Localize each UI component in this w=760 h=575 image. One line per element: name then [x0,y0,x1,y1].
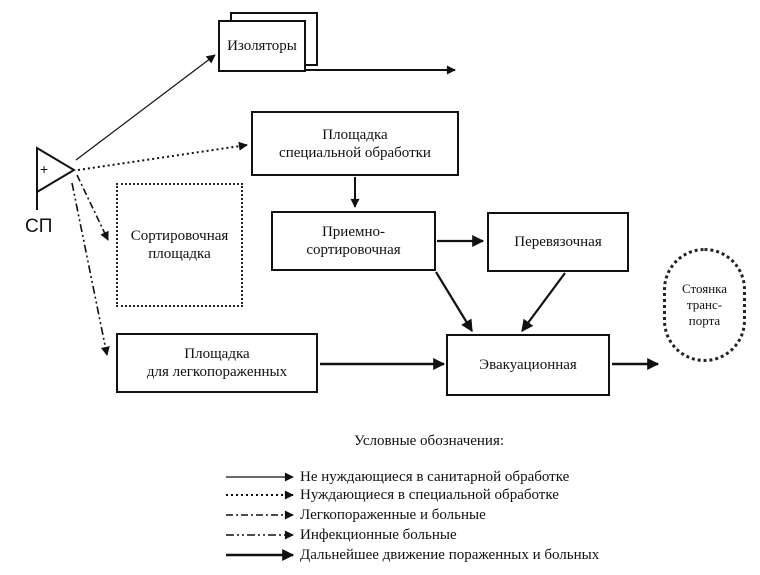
arrow-sp-to-isolators [75,54,216,161]
isolators-box: Изоляторы [218,20,306,72]
evacuation-box: Эвакуационная [446,334,610,396]
special-processing-box: Площадка специальной обработки [251,111,459,176]
transport-parking-oval: Стоянка транс- порта [663,248,746,362]
legend-title: Условные обозначения: [354,433,505,449]
reception-box: Приемно- сортировочная [271,211,436,271]
legend-item-dotted: Нуждающиеся в специальной обработке [300,487,559,503]
arrow-sp-to-special-area [77,141,248,171]
legend-item-dashdot: Легкопораженные и больные [300,507,486,523]
sp-triangle-icon [36,146,76,210]
sorting-area-box: Сортировочная площадка [116,183,243,307]
arrow-reception-to-evacuation [435,271,473,333]
arrow-sp-to-light-wounded [71,182,110,356]
legend-item-dashdotdot: Инфекционные больные [300,527,457,543]
light-wounded-box: Площадка для легкопораженных [116,333,318,393]
sp-plus-sign: + [40,161,49,177]
arrow-dressing-to-evacuation [521,272,566,332]
dressing-box: Перевязочная [487,212,629,272]
legend-item-thick: Дальнейшее движение пораженных и больных [300,547,600,563]
sp-label: СП [25,216,53,237]
arrow-sp-to-sorting-area [76,174,109,241]
legend-item-thin: Не нуждающиеся в санитарной обработке [300,469,570,485]
